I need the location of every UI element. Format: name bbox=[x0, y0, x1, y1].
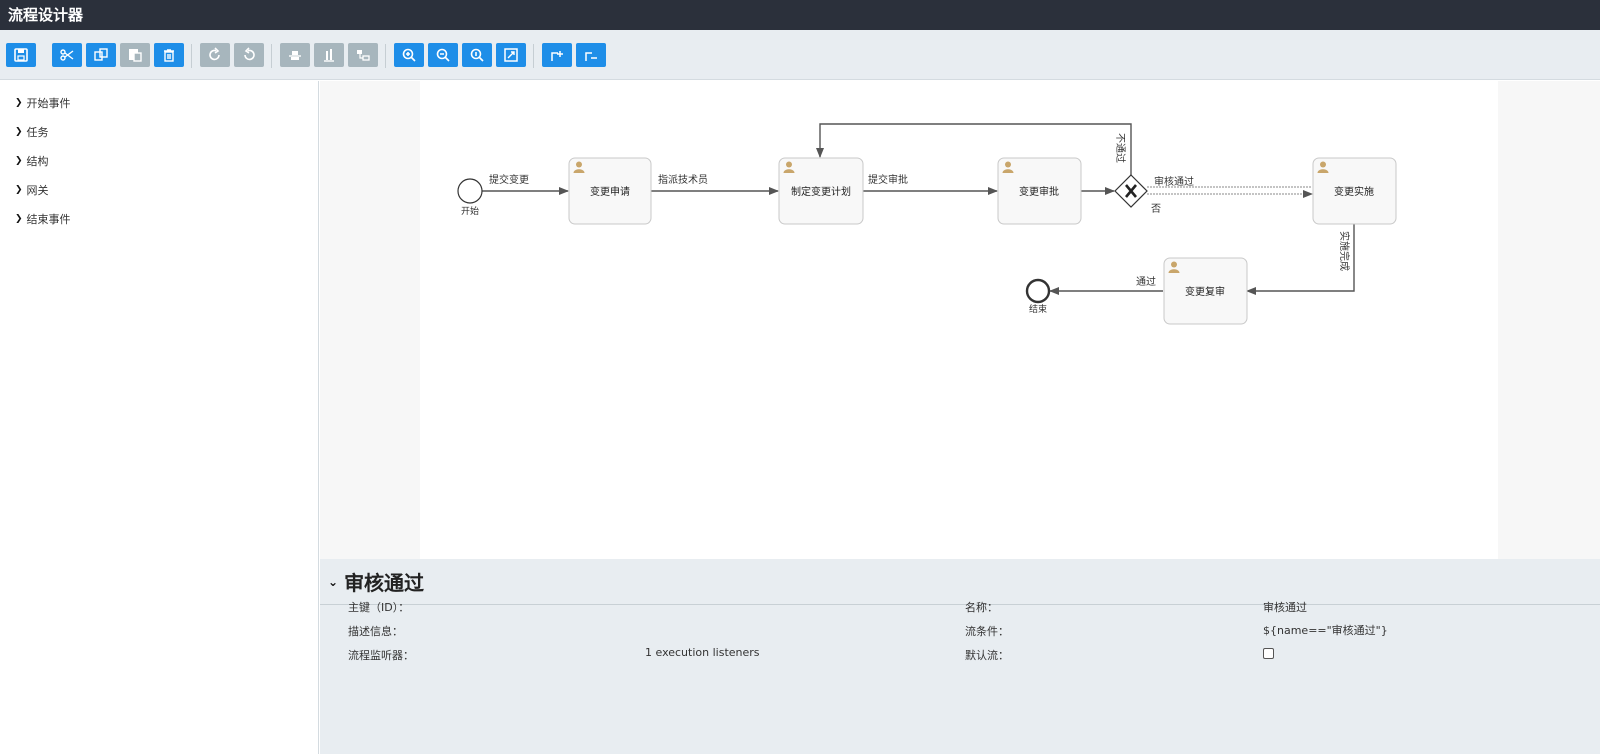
chevron-right-icon: ❯ bbox=[15, 127, 23, 137]
task-make-plan[interactable]: 制定变更计划 bbox=[778, 157, 864, 225]
zoom-out-icon bbox=[436, 48, 450, 62]
sidebar-item-label: 任务 bbox=[26, 126, 49, 139]
task-change-approval[interactable]: 变更审批 bbox=[997, 157, 1082, 225]
cut-button[interactable] bbox=[52, 43, 82, 67]
task-label: 变更申请 bbox=[590, 185, 630, 198]
chevron-right-icon: ❯ bbox=[15, 98, 23, 108]
align-vertical-icon bbox=[324, 49, 334, 62]
toolbar-separator bbox=[271, 44, 272, 68]
zoom-actual-button[interactable] bbox=[462, 43, 492, 67]
condition-label: 流条件： bbox=[965, 625, 1009, 638]
toolbar-separator bbox=[385, 44, 386, 68]
task-label: 制定变更计划 bbox=[791, 185, 851, 198]
align-vertical-button[interactable] bbox=[314, 43, 344, 67]
flow-label: 提交变更 bbox=[489, 173, 529, 186]
align-horizontal-button[interactable] bbox=[280, 43, 310, 67]
start-event-label: 开始 bbox=[461, 205, 479, 217]
listener-label: 流程监听器： bbox=[348, 649, 414, 662]
scissors-icon bbox=[60, 49, 74, 61]
sidebar-item-label: 开始事件 bbox=[26, 97, 71, 110]
properties-panel: ⌄ 审核通过 主键（ID）： 名称： 审核通过 描述信息： 流条件： ${nam… bbox=[320, 559, 1600, 754]
toolbar bbox=[0, 30, 1600, 80]
palette-sidebar: ❯ 开始事件 ❯ 任务 ❯ 结构 ❯ 网关 ❯ 结束事件 bbox=[0, 81, 319, 754]
flow-label: 审核通过 bbox=[1154, 175, 1194, 188]
sidebar-item-gateway[interactable]: ❯ 网关 bbox=[15, 182, 49, 198]
task-label: 变更审批 bbox=[1019, 185, 1059, 198]
sidebar-item-label: 结束事件 bbox=[26, 213, 71, 226]
undo-button[interactable] bbox=[234, 43, 264, 67]
properties-title: 审核通过 bbox=[344, 571, 425, 595]
toolbar-separator bbox=[533, 44, 534, 68]
sidebar-item-label: 网关 bbox=[26, 184, 49, 197]
flow-rejected[interactable] bbox=[816, 123, 1132, 175]
default-flow-label: 默认流： bbox=[965, 649, 1009, 662]
copy-button[interactable] bbox=[86, 43, 116, 67]
redo-button[interactable] bbox=[200, 43, 230, 67]
flow-label: 指派技术员 bbox=[658, 173, 708, 186]
flow-label: 实施完成 bbox=[1338, 231, 1351, 271]
x-icon bbox=[1125, 184, 1137, 198]
canvas-area: 开始 变更申请 制定变更计划 变更审批 变更实施 bbox=[320, 81, 1600, 559]
end-event[interactable] bbox=[1025, 278, 1051, 304]
exclusive-gateway[interactable] bbox=[1114, 174, 1148, 208]
zoom-fit-icon bbox=[504, 48, 518, 62]
redo-icon bbox=[209, 47, 220, 61]
task-label: 变更实施 bbox=[1334, 185, 1374, 198]
flow-label: 通过 bbox=[1136, 275, 1156, 288]
app-title: 流程设计器 bbox=[0, 0, 1600, 30]
task-implementation[interactable]: 变更实施 bbox=[1312, 157, 1397, 225]
zoom-in-button[interactable] bbox=[394, 43, 424, 67]
name-label: 名称： bbox=[965, 601, 998, 614]
flow-label: 否 bbox=[1151, 203, 1161, 215]
chevron-right-icon: ❯ bbox=[15, 156, 23, 166]
align-horizontal-icon bbox=[289, 51, 301, 60]
bendpoint-remove-icon bbox=[585, 52, 597, 61]
toolbar-separator bbox=[191, 44, 192, 68]
bendpoint-add-icon bbox=[551, 51, 563, 61]
flow-label: 提交审批 bbox=[868, 173, 908, 186]
properties-header[interactable]: ⌄ 审核通过 bbox=[320, 559, 1600, 605]
end-event-label: 结束 bbox=[1029, 303, 1047, 315]
same-size-button[interactable] bbox=[348, 43, 378, 67]
task-label: 变更复审 bbox=[1185, 285, 1225, 298]
start-event[interactable] bbox=[457, 178, 483, 204]
diagram-canvas[interactable]: 开始 变更申请 制定变更计划 变更审批 变更实施 bbox=[420, 81, 1498, 559]
save-icon bbox=[14, 48, 28, 62]
sequence-flows bbox=[482, 123, 1355, 295]
sidebar-item-start-event[interactable]: ❯ 开始事件 bbox=[15, 95, 71, 111]
id-label: 主键（ID）： bbox=[348, 601, 410, 614]
process-diagram: 开始 变更申请 制定变更计划 变更审批 变更实施 bbox=[457, 123, 1397, 325]
name-value[interactable]: 审核通过 bbox=[1263, 601, 1307, 614]
sidebar-item-task[interactable]: ❯ 任务 bbox=[15, 124, 49, 140]
task-review[interactable]: 变更复审 bbox=[1163, 257, 1248, 325]
trash-icon bbox=[164, 49, 174, 62]
same-size-icon bbox=[357, 50, 370, 61]
zoom-actual-icon bbox=[470, 48, 484, 62]
undo-icon bbox=[244, 47, 255, 61]
description-label: 描述信息： bbox=[348, 625, 403, 638]
chevron-right-icon: ❯ bbox=[15, 214, 23, 224]
flow-impl-done[interactable] bbox=[1246, 224, 1355, 295]
sidebar-item-structure[interactable]: ❯ 结构 bbox=[15, 153, 49, 169]
paste-button[interactable] bbox=[120, 43, 150, 67]
task-change-request[interactable]: 变更申请 bbox=[568, 157, 652, 225]
zoom-in-icon bbox=[402, 48, 416, 62]
sidebar-item-label: 结构 bbox=[26, 155, 49, 168]
listener-value[interactable]: 1 execution listeners bbox=[645, 646, 760, 659]
bendpoint-add-button[interactable] bbox=[542, 43, 572, 67]
chevron-down-icon: ⌄ bbox=[328, 574, 339, 589]
paste-icon bbox=[129, 49, 142, 62]
chevron-right-icon: ❯ bbox=[15, 185, 23, 195]
zoom-out-button[interactable] bbox=[428, 43, 458, 67]
bendpoint-remove-button[interactable] bbox=[576, 43, 606, 67]
copy-icon bbox=[94, 48, 108, 61]
sidebar-item-end-event[interactable]: ❯ 结束事件 bbox=[15, 211, 71, 227]
zoom-fit-button[interactable] bbox=[496, 43, 526, 67]
save-button[interactable] bbox=[6, 43, 36, 67]
default-flow-checkbox[interactable] bbox=[1263, 648, 1274, 659]
flow-label: 不通过 bbox=[1114, 133, 1127, 163]
delete-button[interactable] bbox=[154, 43, 184, 67]
condition-value[interactable]: ${name=="审核通过"} bbox=[1263, 624, 1388, 637]
